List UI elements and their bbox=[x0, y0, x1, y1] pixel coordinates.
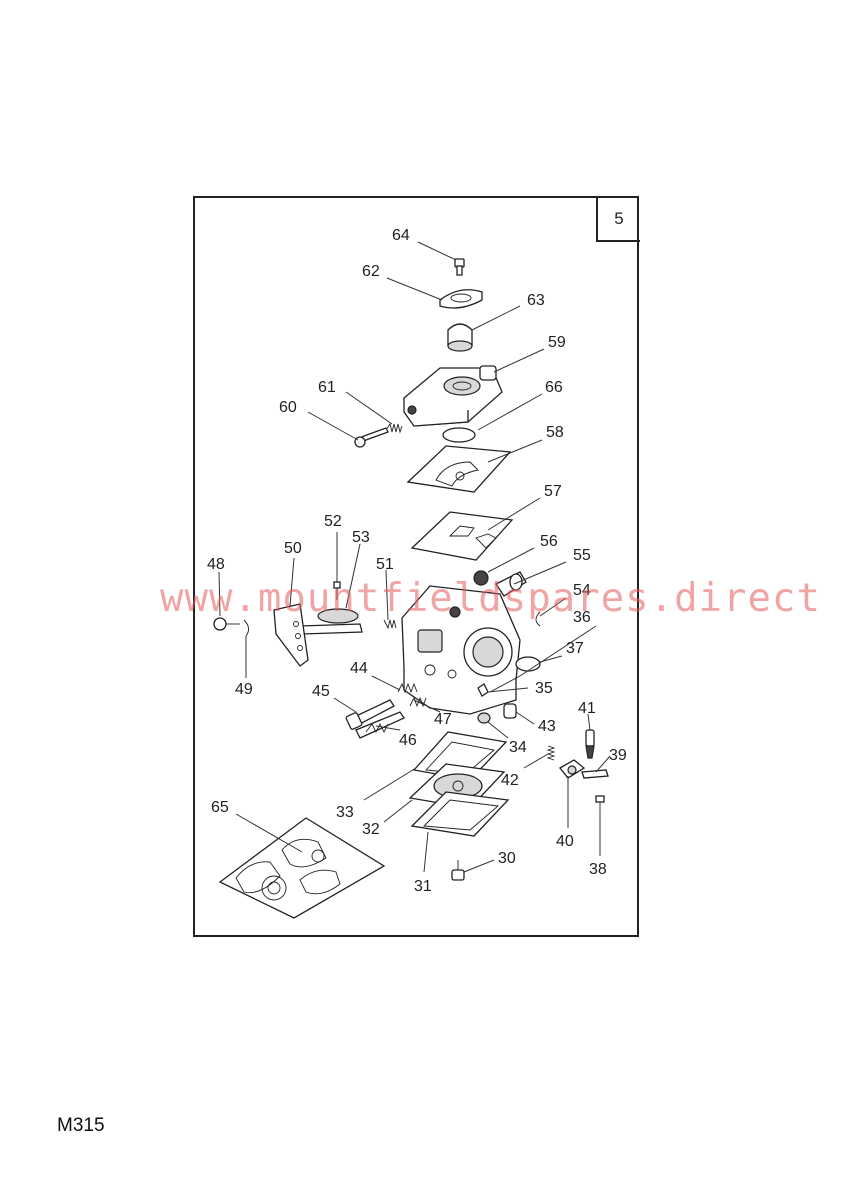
spring-61 bbox=[385, 422, 403, 434]
pin-36 bbox=[489, 675, 521, 693]
callout-62: 62 bbox=[362, 263, 380, 280]
cover-31 bbox=[410, 791, 510, 837]
callout-40: 40 bbox=[556, 833, 574, 850]
callout-37: 37 bbox=[566, 640, 584, 657]
section-number-box: 5 bbox=[596, 198, 640, 242]
callout-65: 65 bbox=[211, 799, 229, 816]
callout-32: 32 bbox=[362, 821, 380, 838]
callout-33: 33 bbox=[336, 804, 354, 821]
callout-53: 53 bbox=[352, 529, 370, 546]
diagram-frame bbox=[193, 196, 639, 937]
callout-34: 34 bbox=[509, 739, 527, 756]
screw-60 bbox=[354, 427, 389, 448]
screw-48 bbox=[213, 617, 240, 631]
filter-66 bbox=[442, 427, 476, 443]
screw-38 bbox=[595, 795, 605, 812]
callout-49: 49 bbox=[235, 681, 253, 698]
callout-57: 57 bbox=[544, 483, 562, 500]
leader-lines bbox=[218, 241, 611, 873]
callout-30: 30 bbox=[498, 850, 516, 867]
callout-43: 43 bbox=[538, 718, 556, 735]
spring-44 bbox=[397, 682, 418, 694]
callout-42: 42 bbox=[501, 772, 519, 789]
callout-64: 64 bbox=[392, 227, 410, 244]
callout-66: 66 bbox=[545, 379, 563, 396]
callout-44: 44 bbox=[350, 660, 368, 677]
spring-51 bbox=[383, 619, 397, 630]
screw-64 bbox=[454, 258, 465, 276]
shaft-39 bbox=[581, 769, 609, 779]
callout-61: 61 bbox=[318, 379, 336, 396]
callout-63: 63 bbox=[527, 292, 545, 309]
callout-31: 31 bbox=[414, 878, 432, 895]
callout-39: 39 bbox=[609, 747, 627, 764]
welch-plug-37 bbox=[515, 656, 541, 672]
lever-53 bbox=[299, 608, 363, 635]
diaphragm-57 bbox=[410, 511, 514, 561]
needle-45 bbox=[345, 699, 395, 730]
clip-54 bbox=[535, 611, 541, 627]
lever-40 bbox=[559, 759, 586, 779]
callout-60: 60 bbox=[279, 399, 297, 416]
callout-56: 56 bbox=[540, 533, 558, 550]
callout-35: 35 bbox=[535, 680, 553, 697]
callout-36: 36 bbox=[573, 609, 591, 626]
needle-46 bbox=[355, 711, 405, 739]
callout-46: 46 bbox=[399, 732, 417, 749]
section-number: 5 bbox=[614, 209, 624, 228]
callout-48: 48 bbox=[207, 556, 225, 573]
callout-38: 38 bbox=[589, 861, 607, 878]
clip-49 bbox=[243, 619, 249, 637]
needle-41 bbox=[585, 729, 595, 759]
pump-cover-59 bbox=[403, 365, 503, 427]
callout-47: 47 bbox=[434, 711, 452, 728]
model-code: M315 bbox=[57, 1115, 105, 1136]
spring-42 bbox=[546, 745, 556, 761]
callout-51: 51 bbox=[376, 556, 394, 573]
callout-labels: 64 62 63 59 61 60 66 58 57 52 53 50 56 5… bbox=[207, 227, 627, 895]
callout-55: 55 bbox=[573, 547, 591, 564]
plug-56 bbox=[473, 570, 489, 586]
callout-41: 41 bbox=[578, 700, 596, 717]
callout-52: 52 bbox=[324, 513, 342, 530]
pin-34 bbox=[477, 712, 491, 724]
callout-58: 58 bbox=[546, 424, 564, 441]
gasket-kit-65 bbox=[218, 817, 386, 919]
needle-valve-43 bbox=[503, 703, 517, 719]
lever-plate-50 bbox=[273, 603, 309, 667]
callout-45: 45 bbox=[312, 683, 330, 700]
callout-50: 50 bbox=[284, 540, 302, 557]
screw-30 bbox=[451, 860, 465, 881]
nozzle-55 bbox=[495, 571, 527, 597]
callout-54: 54 bbox=[573, 582, 591, 599]
carburetor-body bbox=[401, 585, 521, 715]
screw-52 bbox=[333, 581, 341, 600]
callout-59: 59 bbox=[548, 334, 566, 351]
primer-bulb-63 bbox=[447, 323, 473, 352]
cover-62 bbox=[439, 289, 483, 309]
gasket-58 bbox=[406, 445, 512, 493]
